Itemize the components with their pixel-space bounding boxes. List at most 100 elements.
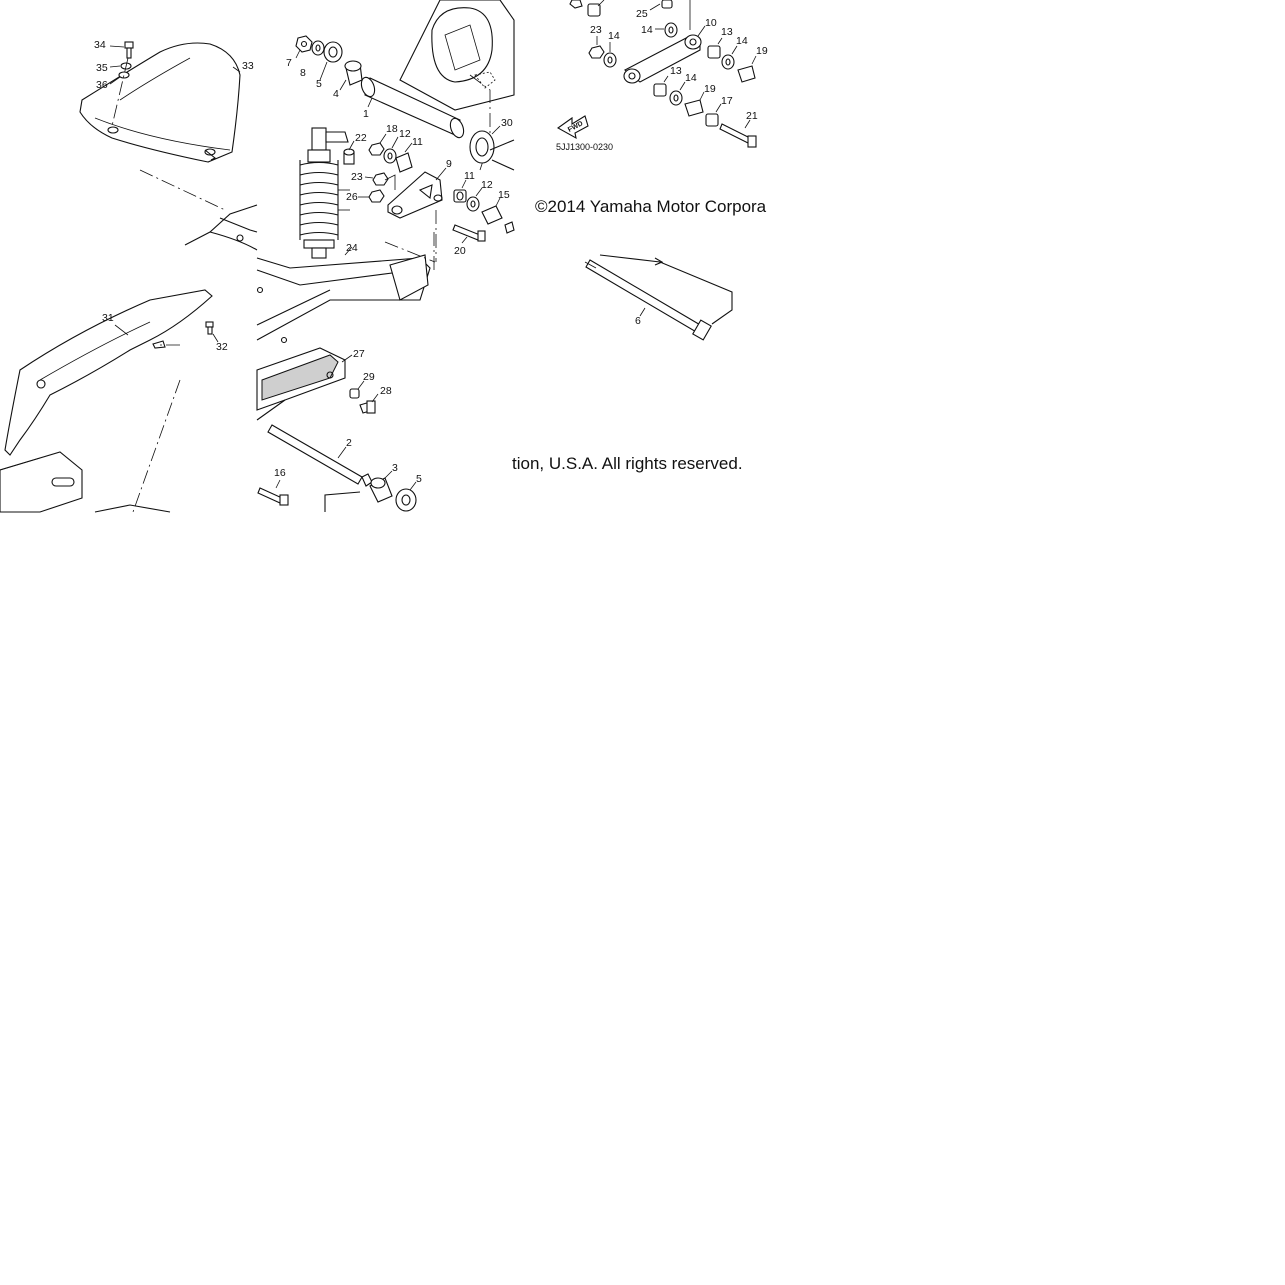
- callout-25: 25: [636, 8, 648, 20]
- callout-6: 6: [635, 315, 641, 327]
- washer-14a: [664, 22, 678, 38]
- callout-18: 18: [386, 123, 398, 135]
- fwd-arrow-icon: FWD: [556, 115, 589, 140]
- oil-seal-5b: [395, 488, 417, 512]
- washer-12a: [383, 148, 397, 164]
- collar-17: [705, 113, 719, 127]
- callout-34: 34: [94, 39, 106, 51]
- frame-left-section: [184, 204, 258, 251]
- callout-26: 26: [346, 191, 358, 203]
- oil-seal-5a: [323, 41, 343, 63]
- rear-shock-absorber: [299, 127, 349, 259]
- bushing-13a: [707, 45, 721, 59]
- washer-14c: [721, 54, 735, 70]
- bolt-20: [452, 224, 486, 242]
- part-code: 5JJ1300-0230: [556, 142, 613, 152]
- callout-2: 2: [346, 437, 352, 449]
- callout-14d: 14: [685, 72, 697, 84]
- rear-fender-mudguard: [79, 42, 241, 163]
- callout-1: 1: [363, 108, 369, 120]
- callout-9: 9: [446, 158, 452, 170]
- callout-21: 21: [746, 110, 758, 122]
- nut-18: [368, 142, 385, 156]
- callout-33: 33: [242, 60, 254, 72]
- callout-23a: 23: [351, 171, 363, 183]
- swingarm-lower-section: [256, 347, 346, 421]
- swingarm-main: [256, 254, 431, 344]
- callout-14a: 14: [641, 24, 653, 36]
- callout-10: 10: [705, 17, 717, 29]
- callout-14b: 14: [608, 30, 620, 42]
- callout-14c: 14: [736, 35, 748, 47]
- callout-28: 28: [380, 385, 392, 397]
- callout-12b: 12: [481, 179, 493, 191]
- bolt-28: [359, 400, 376, 414]
- pivot-shaft-2: [267, 424, 373, 487]
- callout-7: 7: [286, 57, 292, 69]
- collar-19a: [737, 65, 756, 83]
- callout-13b: 13: [670, 65, 682, 77]
- callout-30: 30: [501, 117, 513, 129]
- collar-29: [349, 388, 360, 399]
- callout-32: 32: [216, 341, 228, 353]
- callout-19a: 19: [756, 45, 768, 57]
- bushing-13b: [653, 83, 667, 97]
- callout-11b: 11: [464, 170, 475, 182]
- callout-12a: 12: [399, 128, 411, 140]
- callout-16: 16: [274, 467, 286, 479]
- callout-4: 4: [333, 88, 339, 100]
- bushing-top-2: [587, 3, 601, 17]
- nut-23b: [588, 45, 605, 59]
- callout-17: 17: [721, 95, 733, 107]
- callout-22: 22: [355, 132, 367, 144]
- washer-14d: [669, 90, 683, 106]
- callout-19b: 19: [704, 83, 716, 95]
- callout-36: 36: [96, 79, 108, 91]
- callout-3: 3: [392, 462, 398, 474]
- nut-7: [295, 35, 313, 53]
- nut-top-1: [569, 0, 583, 9]
- connecting-rod-10: [623, 34, 702, 84]
- washer-12b: [466, 196, 480, 212]
- callout-29: 29: [363, 371, 375, 383]
- bolt-21: [719, 123, 757, 148]
- callout-20: 20: [454, 245, 466, 257]
- collar-25: [661, 0, 673, 9]
- collar-22: [343, 148, 355, 165]
- swingarm-pivot-shaft-6: [584, 254, 733, 341]
- collar-15: [481, 205, 503, 225]
- pivot-collar-1: [360, 76, 465, 139]
- nut-23a: [372, 172, 389, 186]
- collar-19b: [684, 99, 704, 117]
- callout-27: 27: [353, 348, 365, 360]
- callout-5a: 5: [316, 78, 322, 90]
- bushing-11b: [453, 189, 467, 203]
- washer-14b: [603, 52, 617, 68]
- callout-labels: 34 35 36 33 31 32 7 8 5 4 1 30 22 18 12 …: [94, 8, 768, 485]
- callout-31: 31: [102, 312, 114, 324]
- callout-24: 24: [346, 242, 358, 254]
- callout-15: 15: [498, 189, 510, 201]
- bolt-34: [124, 41, 134, 59]
- callout-13a: 13: [721, 26, 733, 38]
- bushing-11a: [395, 152, 413, 173]
- oil-seal-30: [469, 130, 515, 171]
- bolt-32: [205, 321, 214, 335]
- copyright-text-part2: tion, U.S.A. All rights reserved.: [512, 454, 743, 473]
- callout-35: 35: [96, 62, 108, 74]
- swingarm-left-end: [0, 451, 171, 513]
- nut-26: [368, 189, 385, 203]
- callout-23b: 23: [590, 24, 602, 36]
- copyright-text-part1: ©2014 Yamaha Motor Corpora: [535, 197, 767, 216]
- callout-8: 8: [300, 67, 306, 79]
- bushing-4: [344, 60, 363, 86]
- bolt-16: [257, 487, 289, 506]
- washer-8: [311, 40, 325, 56]
- bushing-3: [369, 477, 393, 503]
- washer-36: [118, 71, 130, 79]
- callout-11a: 11: [412, 136, 423, 148]
- chain-guard: [4, 289, 213, 456]
- callout-5b: 5: [416, 473, 422, 485]
